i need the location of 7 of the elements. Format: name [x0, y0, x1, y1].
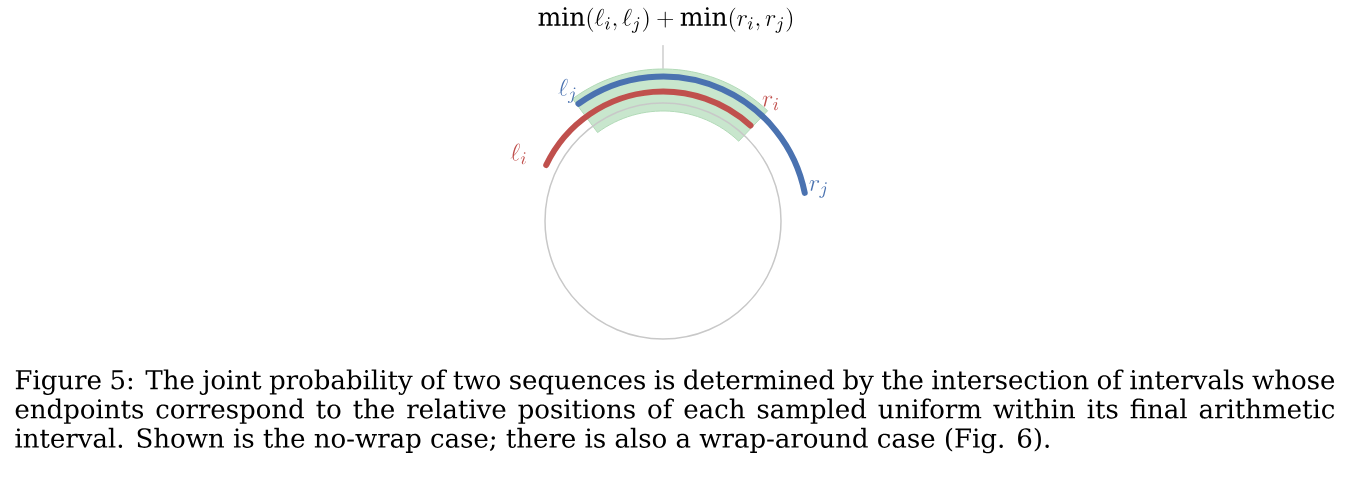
caption: Figure 5: The joint probability of two sequences is determined by the intersection of intervals whose endpoints correspond to the relative positions of each sampled uniform within its final arithmetic interval. Shown is the no-wrap case; there is also a wrap-around case (Fig. 6).: [15, 369, 1335, 454]
leader-line: [662, 44, 664, 70]
formula-label: $\min(\ell_i,\ell_j)+\min(r_i,r_j)$: [538, 7, 793, 33]
endpoint-label: $\ell_i$: [510, 143, 526, 165]
endpoint-label: $\ell_j$: [558, 78, 576, 104]
endpoint-label: $r_i$: [762, 95, 779, 111]
endpoint-label: $r_j$: [809, 180, 827, 198]
